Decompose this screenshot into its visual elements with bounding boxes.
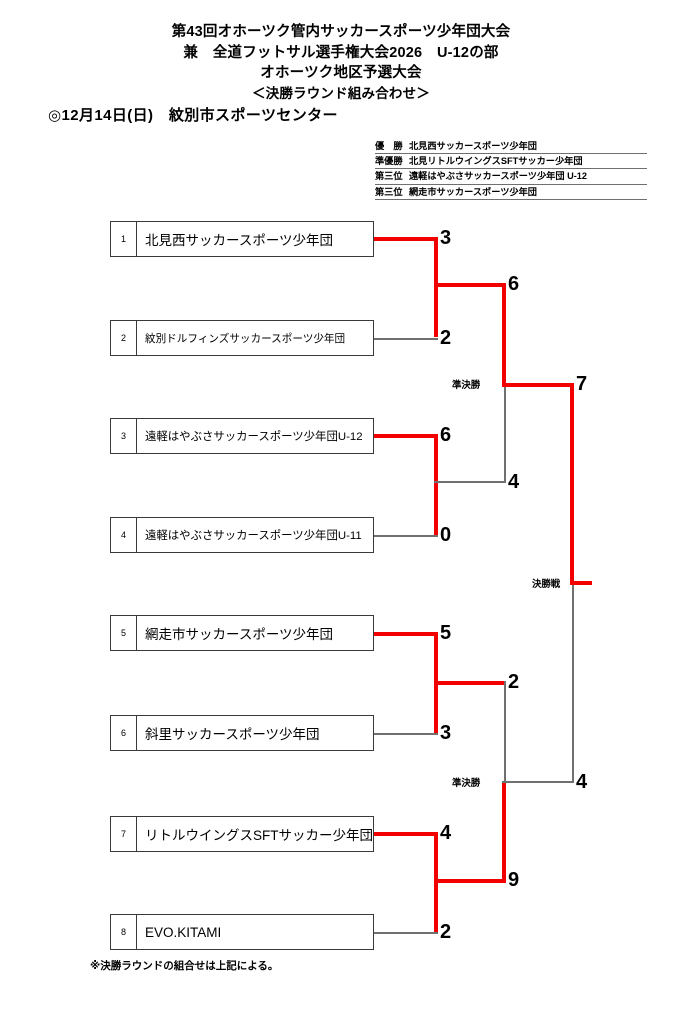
score-qf3-top: 5 (440, 622, 452, 644)
team-name: 斜里サッカースポーツ少年団 (145, 727, 320, 742)
score-qf4-bottom: 2 (440, 921, 452, 943)
team-box-4[interactable]: 4 遠軽はやぶさサッカースポーツ少年団U-11 (110, 517, 374, 553)
team-box-1[interactable]: 1 北見西サッカースポーツ少年団 (110, 221, 374, 257)
seed-number: 5 (111, 616, 137, 650)
sf1-loser-riser (504, 383, 506, 482)
champion-stub-line (570, 581, 592, 586)
sf2-bottom-line (434, 879, 506, 884)
score-qf2-bottom: 0 (440, 524, 452, 546)
team-name: リトルウイングスSFTサッカー少年団 (145, 828, 373, 843)
final-bottom-line (502, 781, 574, 783)
team-name: EVO.KITAMI (145, 924, 222, 940)
team-name: 網走市サッカースポーツ少年団 (145, 627, 334, 642)
results-team: 北見西サッカースポーツ少年団 (409, 141, 537, 151)
score-sf1-bottom: 4 (508, 471, 520, 493)
team-box-6[interactable]: 6 斜里サッカースポーツ少年団 (110, 715, 374, 751)
seed-number: 7 (111, 817, 137, 851)
sf2-top-line (434, 681, 506, 686)
sf2-loser-riser (504, 681, 506, 781)
page-title: 第43回オホーツク管内サッカースポーツ少年団大会 兼 全道フットサル選手権大会2… (0, 22, 682, 103)
score-qf1-bottom: 2 (440, 327, 452, 349)
team-name: 北見西サッカースポーツ少年団 (145, 233, 334, 248)
title-line-4: ＜決勝ラウンド組み合わせ＞ (251, 85, 431, 101)
results-summary-table: 優 勝北見西サッカースポーツ少年団 準優勝北見リトルウイングスSFTサッカー少年… (375, 139, 647, 200)
results-row: 優 勝北見西サッカースポーツ少年団 (375, 139, 647, 155)
results-team: 北見リトルウイングスSFTサッカー少年団 (409, 156, 583, 167)
score-qf1-top: 3 (440, 227, 452, 249)
date-and-venue: ◎12月14日(日) 紋別市スポーツセンター (48, 107, 338, 124)
team-name: 紋別ドルフィンズサッカースポーツ少年団 (145, 332, 346, 345)
results-team: 網走市サッカースポーツ少年団 (409, 186, 537, 197)
team-box-2[interactable]: 2 紋別ドルフィンズサッカースポーツ少年団 (110, 320, 374, 356)
team-box-3[interactable]: 3 遠軽はやぶさサッカースポーツ少年団U-12 (110, 418, 374, 454)
sf1-top-line (434, 283, 506, 288)
qf2-winner-riser (434, 434, 439, 535)
final-winner-riser (570, 383, 575, 583)
title-line-2: 兼 全道フットサル選手権大会2026 U-12の部 (183, 44, 499, 61)
team-name: 遠軽はやぶさサッカースポーツ少年団U-12 (145, 431, 363, 443)
results-rank: 準優勝 (375, 156, 403, 167)
qf2-top-line (374, 434, 438, 439)
seed-number: 3 (111, 419, 137, 453)
round-label-semifinal-lower: 準決勝 (452, 777, 481, 788)
qf1-bottom-line (374, 338, 438, 340)
sf2-winner-riser (502, 781, 507, 881)
title-line-1: 第43回オホーツク管内サッカースポーツ少年団大会 (171, 24, 511, 40)
results-row: 第三位遠軽はやぶさサッカースポーツ少年団 U-12 (375, 169, 647, 185)
score-sf1-top: 6 (508, 273, 520, 295)
final-loser-riser (572, 583, 574, 782)
team-name: 遠軽はやぶさサッカースポーツ少年団U-11 (145, 530, 362, 542)
seed-number: 6 (111, 716, 137, 750)
qf3-top-line (374, 632, 438, 637)
score-qf4-top: 4 (440, 822, 452, 844)
title-line-3: オホーツク地区予選大会 (260, 65, 422, 82)
qf2-bottom-line (374, 535, 438, 537)
seed-number: 8 (111, 915, 137, 949)
seed-number: 4 (111, 518, 137, 552)
footnote: ※決勝ラウンドの組合せは上記による。 (90, 960, 279, 972)
sf1-winner-riser (502, 283, 507, 383)
results-rank: 優 勝 (375, 141, 403, 151)
round-label-semifinal-upper: 準決勝 (452, 379, 481, 390)
results-rank: 第三位 (375, 171, 403, 182)
score-sf2-bottom: 9 (508, 869, 520, 891)
score-sf2-top: 2 (508, 671, 520, 693)
results-team: 遠軽はやぶさサッカースポーツ少年団 U-12 (409, 171, 588, 182)
seed-number: 1 (111, 222, 137, 256)
results-row: 準優勝北見リトルウイングスSFTサッカー少年団 (375, 154, 647, 170)
seed-number: 2 (111, 321, 137, 355)
qf4-bottom-line (374, 932, 438, 934)
team-box-7[interactable]: 7 リトルウイングスSFTサッカー少年団 (110, 816, 374, 852)
score-qf2-top: 6 (440, 424, 452, 446)
team-box-5[interactable]: 5 網走市サッカースポーツ少年団 (110, 615, 374, 651)
score-qf3-bottom: 3 (440, 722, 452, 744)
results-rank: 第三位 (375, 186, 403, 197)
qf4-top-line (374, 832, 438, 837)
results-row: 第三位網走市サッカースポーツ少年団 (375, 185, 647, 200)
score-final-top: 7 (576, 373, 588, 395)
qf1-top-line (374, 237, 438, 242)
team-box-8[interactable]: 8 EVO.KITAMI (110, 914, 374, 950)
final-top-line (502, 383, 574, 388)
round-label-final: 決勝戦 (532, 578, 561, 589)
score-final-bottom: 4 (576, 771, 588, 793)
qf3-bottom-line (374, 733, 438, 735)
sf1-bottom-line (434, 481, 506, 483)
